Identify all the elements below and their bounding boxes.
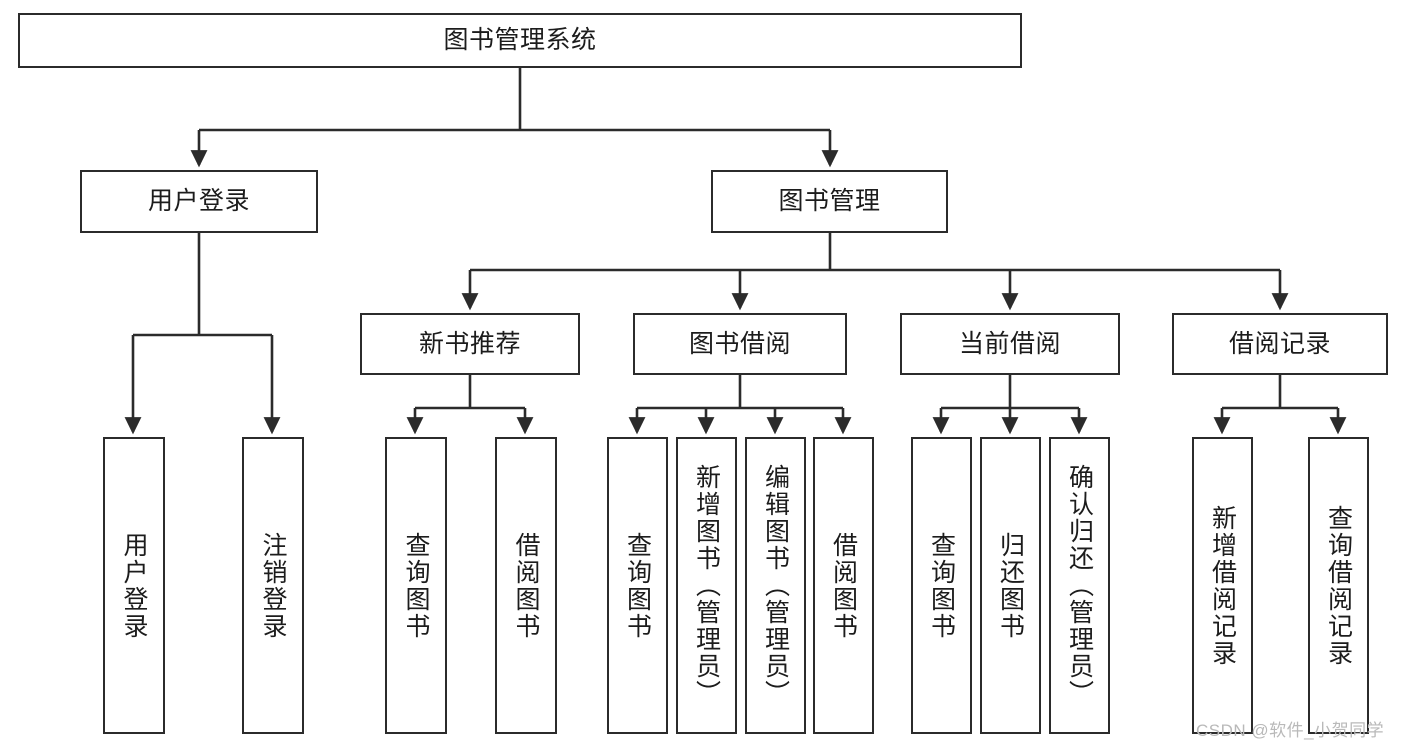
leaf-edit-book-admin[interactable]: 编辑图书（管理员） [745,437,806,734]
node-label: 借阅记录 [1228,329,1331,358]
node-root-system[interactable]: 图书管理系统 [18,13,1022,68]
leaf-return-book[interactable]: 归还图书 [980,437,1041,734]
leaf-add-book-admin[interactable]: 新增图书（管理员） [676,437,737,734]
node-label: 归还图书 [996,531,1025,640]
node-label: 注销登录 [259,531,287,640]
node-label: 编辑图书（管理员） [761,464,790,707]
node-label: 查询图书 [402,531,430,640]
leaf-query-book-current[interactable]: 查询图书 [911,437,972,734]
node-new-book-recommend[interactable]: 新书推荐 [360,313,580,375]
node-label: 借阅图书 [512,531,540,640]
leaf-query-borrow-record[interactable]: 查询借阅记录 [1308,437,1369,734]
leaf-borrow-book[interactable]: 借阅图书 [813,437,874,734]
node-current-borrow[interactable]: 当前借阅 [900,313,1120,375]
node-label: 查询图书 [623,531,652,640]
node-label: 新书推荐 [418,329,521,358]
node-label: 查询借阅记录 [1324,504,1353,667]
leaf-confirm-return-admin[interactable]: 确认归还（管理员） [1049,437,1110,734]
node-label: 借阅图书 [829,531,858,640]
leaf-add-borrow-record[interactable]: 新增借阅记录 [1192,437,1253,734]
node-label: 新增借阅记录 [1208,504,1237,667]
leaf-logout-login[interactable]: 注销登录 [242,437,304,734]
node-label: 当前借阅 [958,329,1061,358]
leaf-query-book-borrow[interactable]: 查询图书 [607,437,668,734]
node-book-management[interactable]: 图书管理 [711,170,948,233]
node-label: 图书管理系统 [443,26,597,55]
node-label: 图书借阅 [688,329,791,358]
node-label: 查询图书 [927,531,956,640]
leaf-borrow-book-new[interactable]: 借阅图书 [495,437,557,734]
leaf-user-login[interactable]: 用户登录 [103,437,165,734]
csdn-watermark: CSDN @软件_小贺同学 [1196,721,1385,740]
node-user-login[interactable]: 用户登录 [80,170,318,233]
node-label: 确认归还（管理员） [1065,464,1094,707]
node-label: 用户登录 [147,187,250,216]
node-label: 用户登录 [120,531,148,640]
leaf-query-book-new[interactable]: 查询图书 [385,437,447,734]
node-label: 新增图书（管理员） [692,464,721,707]
node-label: 图书管理 [778,187,881,216]
node-book-borrow[interactable]: 图书借阅 [633,313,847,375]
node-borrow-record[interactable]: 借阅记录 [1172,313,1388,375]
